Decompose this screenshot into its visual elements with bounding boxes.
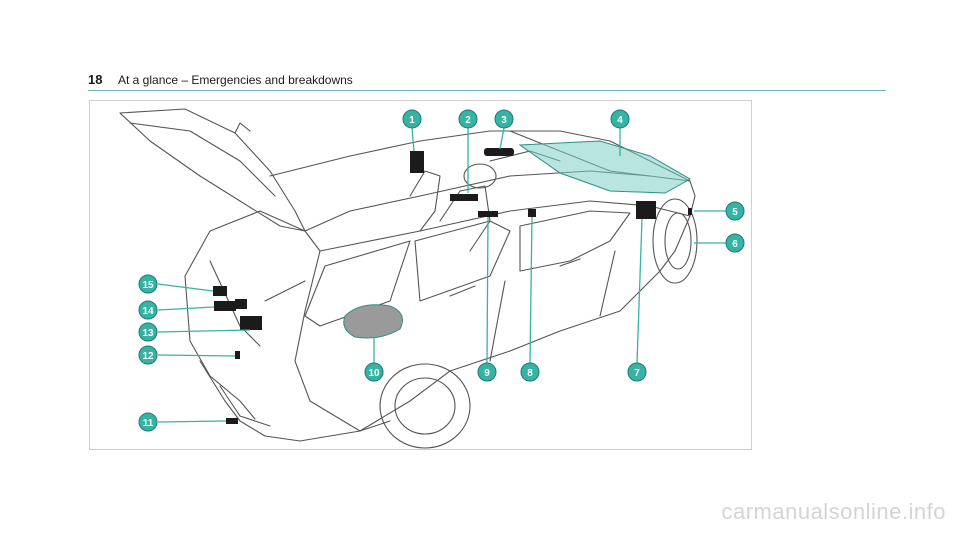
callout-11: 11 — [138, 412, 158, 432]
callout-13: 13 — [138, 322, 158, 342]
svg-text:7: 7 — [634, 368, 640, 379]
svg-text:15: 15 — [142, 280, 154, 291]
callout-3: 3 — [494, 109, 514, 129]
watermark: carmanualsonline.info — [721, 499, 946, 524]
svg-text:11: 11 — [143, 418, 154, 429]
component-1 — [410, 151, 424, 173]
svg-text:1: 1 — [409, 115, 415, 126]
component-5 — [688, 208, 692, 215]
svg-text:5: 5 — [732, 207, 738, 218]
component-14b — [235, 299, 247, 309]
callout-7: 7 — [627, 362, 647, 382]
svg-text:9: 9 — [484, 368, 490, 379]
svg-text:4: 4 — [617, 115, 623, 126]
svg-text:2: 2 — [465, 115, 471, 126]
callout-10: 10 — [364, 362, 384, 382]
windscreen-highlight — [518, 140, 692, 194]
page-header: 18 At a glance – Emergencies and breakdo… — [88, 70, 886, 91]
page-number: 18 — [88, 72, 103, 87]
vehicle-overview-figure: 1 2 3 4 5 6 7 8 9 10 11 12 13 14 15 — [89, 100, 752, 450]
component-3 — [484, 148, 514, 156]
callout-14: 14 — [138, 300, 158, 320]
component-8 — [528, 209, 536, 217]
svg-text:12: 12 — [142, 351, 154, 362]
fuel-filler-flap-highlight — [343, 304, 403, 339]
component-13 — [240, 316, 262, 330]
component-2 — [450, 194, 478, 201]
callout-15: 15 — [138, 274, 158, 294]
callout-6: 6 — [725, 233, 745, 253]
callout-8: 8 — [520, 362, 540, 382]
component-7 — [636, 201, 656, 219]
section-title: At a glance – Emergencies and breakdowns — [118, 73, 353, 87]
callout-2: 2 — [458, 109, 478, 129]
svg-text:13: 13 — [142, 328, 154, 339]
svg-text:3: 3 — [501, 115, 507, 126]
callout-9: 9 — [477, 362, 497, 382]
svg-text:8: 8 — [527, 368, 533, 379]
component-9 — [478, 211, 498, 217]
callout-4: 4 — [610, 109, 630, 129]
callout-5: 5 — [725, 201, 745, 221]
car-illustration: 1 2 3 4 5 6 7 8 9 10 11 12 13 14 15 — [119, 108, 745, 449]
component-12 — [235, 351, 240, 359]
component-11 — [226, 418, 238, 424]
callout-12: 12 — [138, 345, 158, 365]
svg-text:10: 10 — [368, 368, 380, 379]
component-14 — [214, 301, 236, 311]
callout-1: 1 — [402, 109, 422, 129]
svg-text:14: 14 — [142, 306, 154, 317]
svg-text:6: 6 — [732, 239, 738, 250]
component-15 — [213, 286, 227, 296]
